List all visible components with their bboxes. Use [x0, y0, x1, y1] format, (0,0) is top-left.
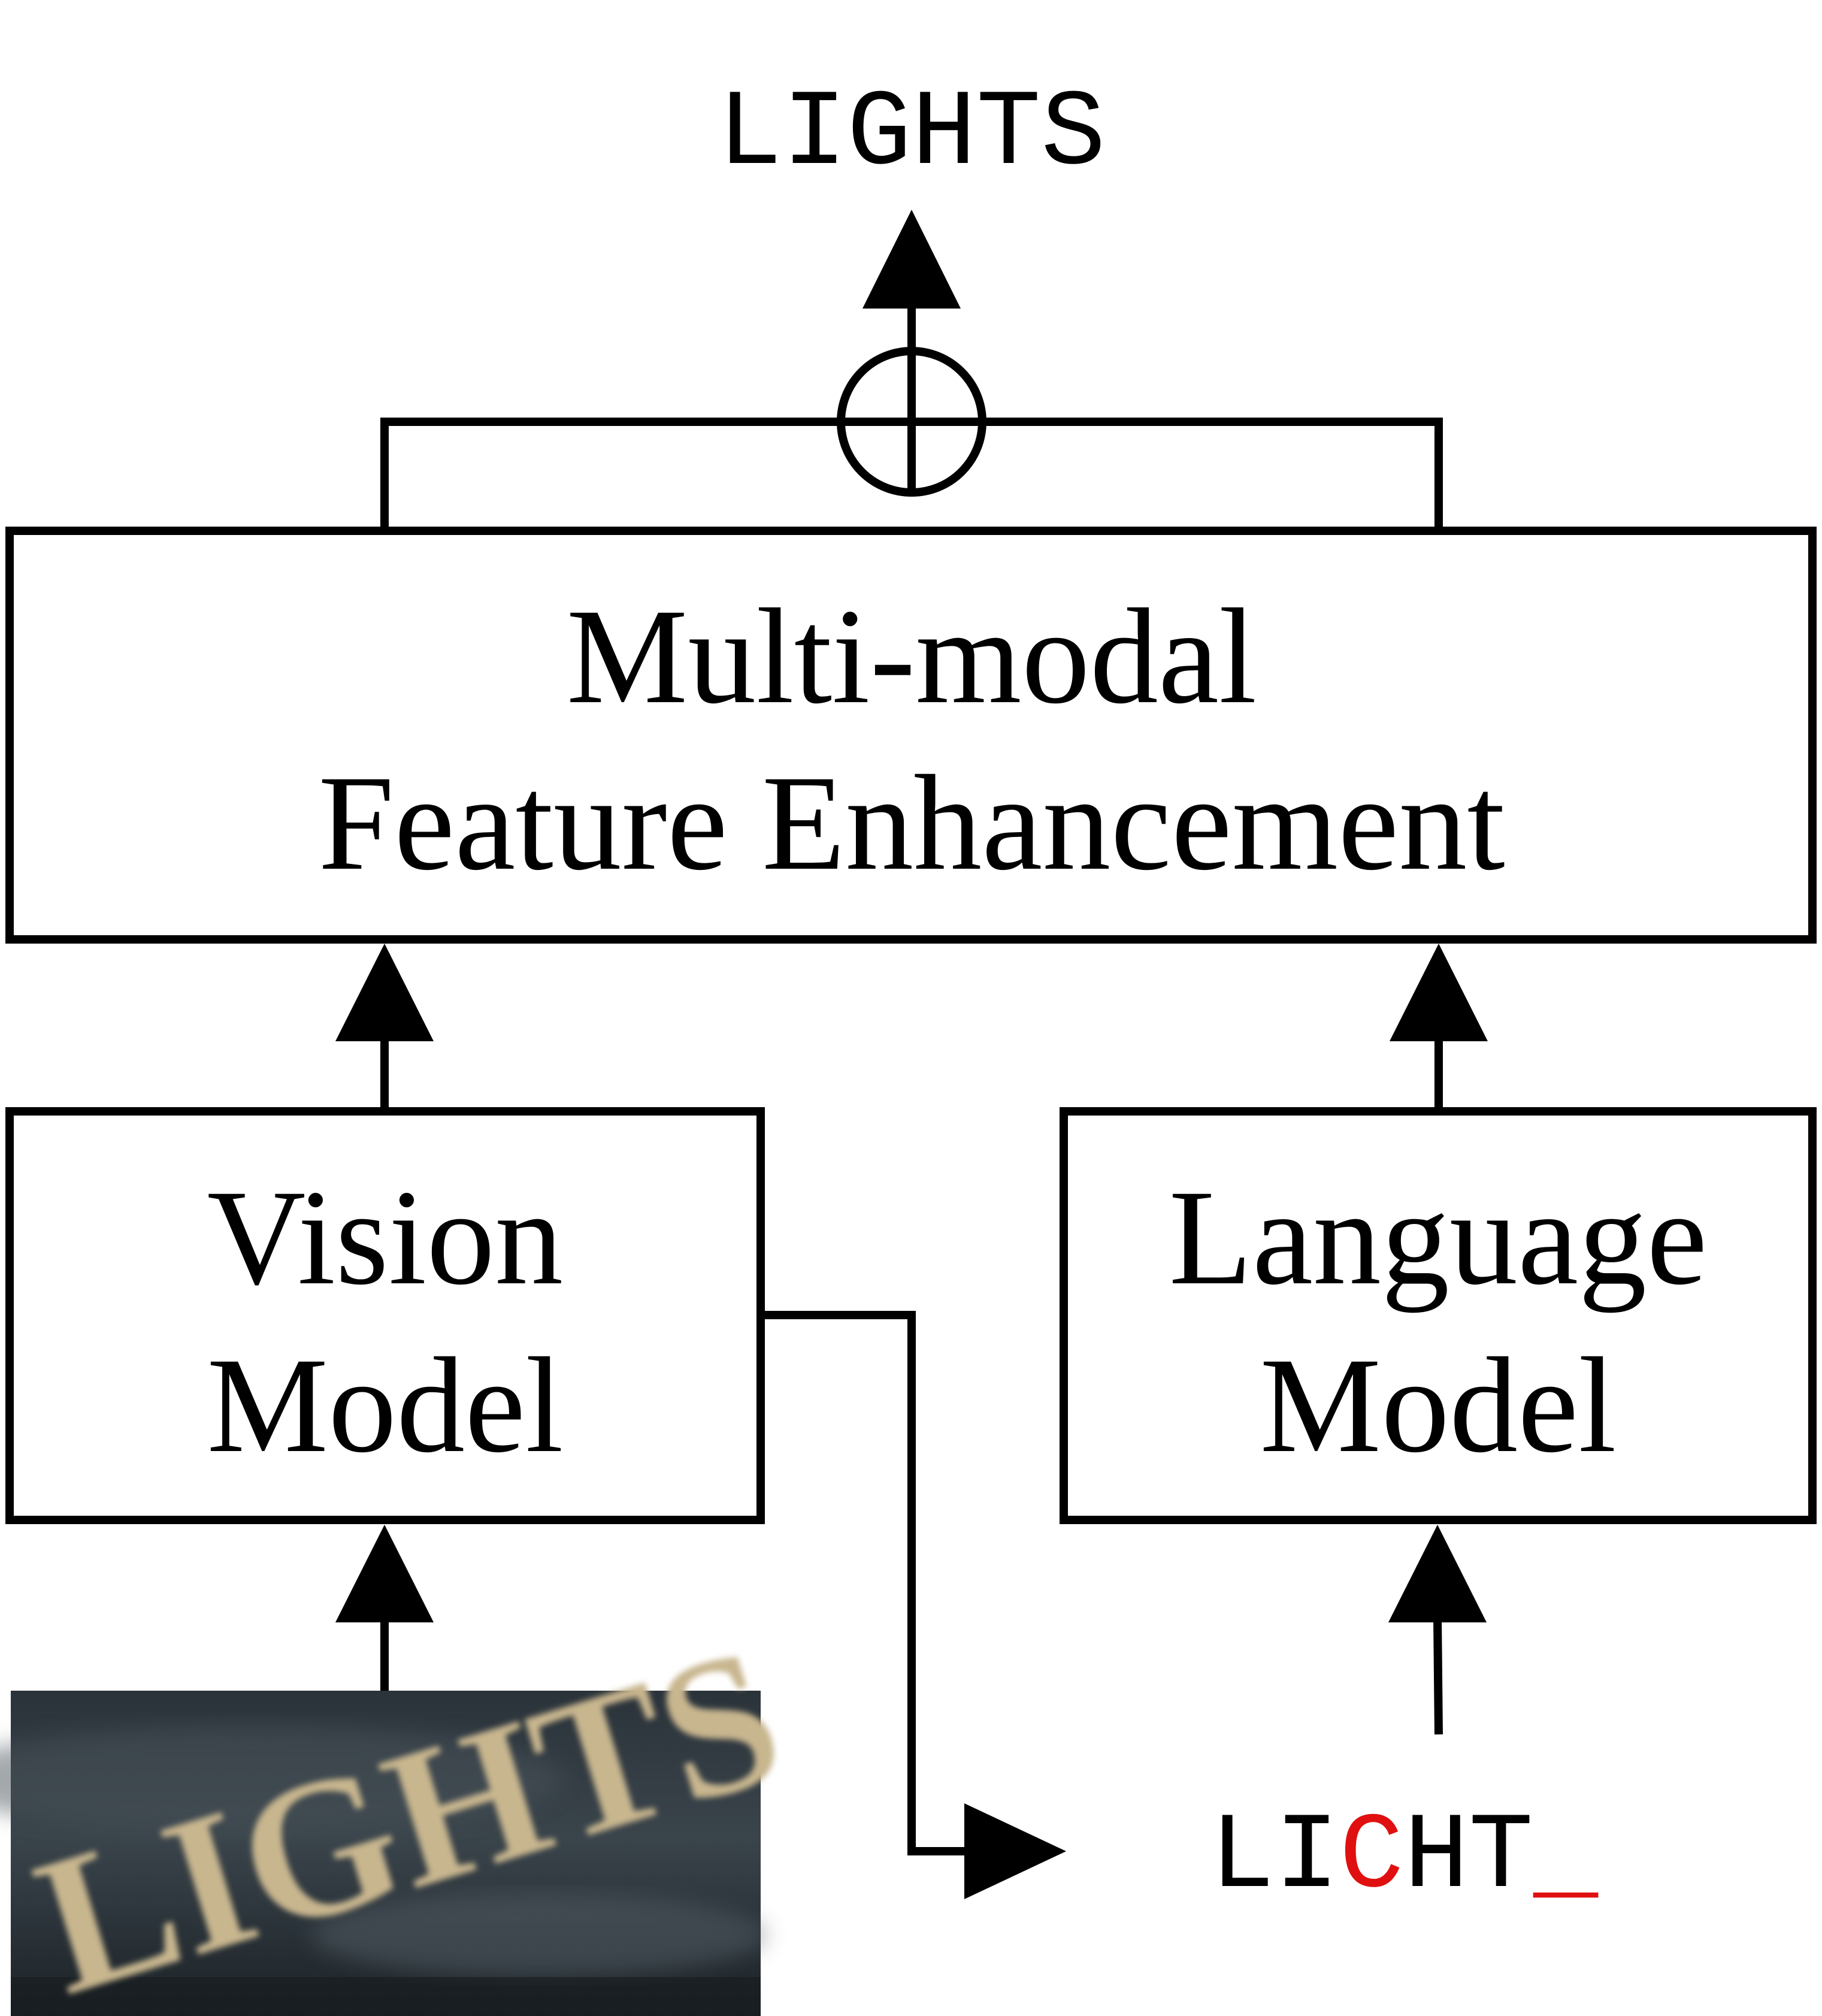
prediction-error-char: C: [1339, 1797, 1404, 1919]
vision-model-box: [5, 1107, 765, 1524]
language-model-box: [1060, 1107, 1817, 1524]
vision-model-line2: Model: [207, 1330, 563, 1481]
prediction-correct-part2: HT: [1404, 1797, 1533, 1919]
prediction-to-language-arrowhead: [1388, 1525, 1487, 1622]
vision-prediction-connector: [765, 1311, 982, 1855]
vision-model-line1: Vision: [207, 1162, 563, 1313]
language-to-fusion-arrowhead: [1390, 944, 1488, 1041]
vision-prediction-text: LICHT_: [1210, 1797, 1599, 1919]
language-model-line1: Language: [1169, 1162, 1708, 1313]
vision-to-fusion-arrowhead: [335, 944, 434, 1041]
prediction-to-language-arrow-shaft: [1433, 1617, 1443, 1735]
prediction-correct-part1: LI: [1210, 1797, 1339, 1919]
feature-enhancement-line1: Multi-modal: [567, 581, 1257, 732]
output-text: LIGHTS: [718, 74, 1106, 196]
plus-circle-icon: [837, 347, 986, 497]
image-to-vision-arrowhead: [335, 1525, 434, 1622]
feature-enhancement-box: [5, 527, 1817, 944]
output-arrowhead: [862, 210, 961, 309]
feature-enhancement-line2: Feature Enhancement: [318, 748, 1505, 899]
input-text-image: LIGHTS: [0, 1606, 803, 2016]
language-model-line2: Model: [1260, 1330, 1616, 1481]
prediction-missing-char: _: [1533, 1797, 1599, 1919]
vision-prediction-arrowhead: [964, 1803, 1066, 1899]
